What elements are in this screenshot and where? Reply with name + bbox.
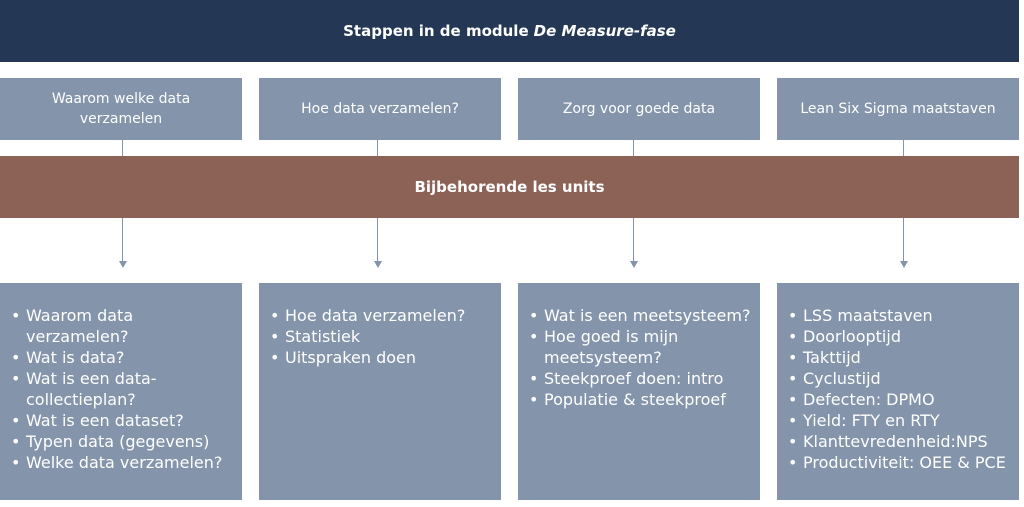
step-box-2: Hoe data verzamelen?: [259, 78, 501, 140]
unit-item: Typen data (gegevens): [8, 431, 234, 452]
lesson-units-band: Bijbehorende les units: [0, 156, 1019, 218]
step-label: Hoe data verzamelen?: [301, 101, 459, 117]
unit-item: Steekproef doen: intro: [526, 368, 752, 389]
units-list: Wat is een meetsysteem? Hoe goed is mijn…: [526, 305, 752, 410]
step-label: Waarom welke data verzamelen: [51, 91, 191, 127]
unit-item: Populatie & steekproef: [526, 389, 752, 410]
unit-item: Uitspraken doen: [267, 347, 493, 368]
units-box-2: Hoe data verzamelen? Statistiek Uitsprak…: [259, 283, 501, 500]
unit-item: Defecten: DPMO: [785, 389, 1011, 410]
unit-item: Hoe data verzamelen?: [267, 305, 493, 326]
arrow-line: [633, 218, 634, 261]
unit-item: Welke data verzamelen?: [8, 452, 234, 473]
arrow-down-icon: [630, 261, 638, 268]
units-list: LSS maatstaven Doorlooptijd Takttijd Cyc…: [785, 305, 1011, 473]
step-box-3: Zorg voor goede data: [518, 78, 760, 140]
step-box-1: Waarom welke data verzamelen: [0, 78, 242, 140]
unit-item: Productiviteit: OEE & PCE: [785, 452, 1011, 473]
unit-item: Waarom data verzamelen?: [8, 305, 234, 347]
band-label: Bijbehorende les units: [414, 178, 605, 196]
unit-item: Cyclustijd: [785, 368, 1011, 389]
unit-item: Wat is een data-collectieplan?: [8, 368, 234, 410]
header-title-emphasis: De Measure-fase: [533, 22, 676, 40]
unit-item: Klanttevredenheid:NPS: [785, 431, 1011, 452]
unit-item: Hoe goed is mijn meetsysteem?: [526, 326, 752, 368]
units-box-3: Wat is een meetsysteem? Hoe goed is mijn…: [518, 283, 760, 500]
step-label: Lean Six Sigma maatstaven: [800, 101, 996, 117]
step-box-4: Lean Six Sigma maatstaven: [777, 78, 1019, 140]
header-banner: Stappen in de module De Measure-fase: [0, 0, 1019, 62]
header-title-prefix: Stappen in de module: [343, 22, 529, 40]
unit-item: Doorlooptijd: [785, 326, 1011, 347]
unit-item: Statistiek: [267, 326, 493, 347]
arrow-down-icon: [900, 261, 908, 268]
unit-item: Wat is een dataset?: [8, 410, 234, 431]
connector-line: [633, 140, 634, 156]
units-box-1: Waarom data verzamelen? Wat is data? Wat…: [0, 283, 242, 500]
arrow-down-icon: [374, 261, 382, 268]
step-label: Zorg voor goede data: [562, 101, 716, 117]
connector-line: [377, 140, 378, 156]
arrow-line: [903, 218, 904, 261]
units-list: Hoe data verzamelen? Statistiek Uitsprak…: [267, 305, 493, 368]
unit-item: Wat is data?: [8, 347, 234, 368]
unit-item: Yield: FTY en RTY: [785, 410, 1011, 431]
arrow-line: [122, 218, 123, 261]
connector-line: [122, 140, 123, 156]
unit-item: Takttijd: [785, 347, 1011, 368]
arrow-down-icon: [119, 261, 127, 268]
units-list: Waarom data verzamelen? Wat is data? Wat…: [8, 305, 234, 473]
unit-item: LSS maatstaven: [785, 305, 1011, 326]
connector-line: [903, 140, 904, 156]
units-box-4: LSS maatstaven Doorlooptijd Takttijd Cyc…: [777, 283, 1019, 500]
unit-item: Wat is een meetsysteem?: [526, 305, 752, 326]
arrow-line: [377, 218, 378, 261]
